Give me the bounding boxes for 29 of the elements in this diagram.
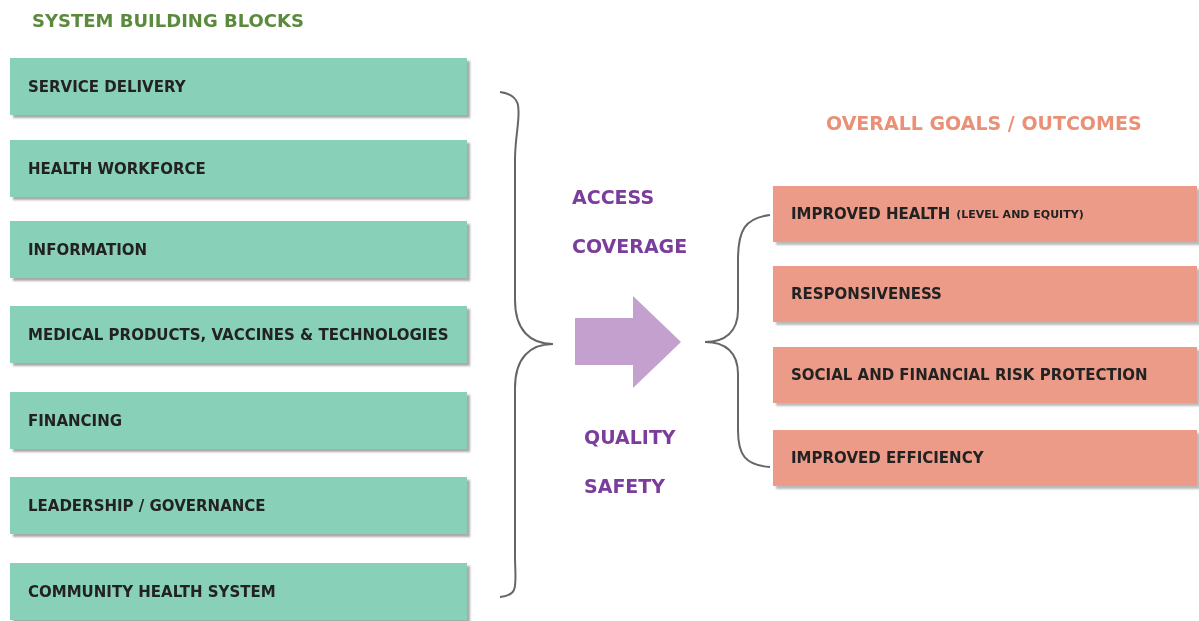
building-block-box: [10, 563, 467, 620]
box-label: IMPROVED HEALTH: [791, 205, 951, 223]
box-label: SOCIAL AND FINANCIAL RISK PROTECTION: [791, 366, 1148, 384]
box-label: COMMUNITY HEALTH SYSTEM: [28, 582, 276, 601]
box-label: MEDICAL PRODUCTS, VACCINES & TECHNOLOGIES: [28, 325, 449, 344]
building-block-box: [10, 392, 467, 449]
box-label: LEADERSHIP / GOVERNANCE: [28, 496, 266, 515]
dimension-label: ACCESS: [572, 186, 655, 208]
building-block-box: [10, 306, 467, 363]
building-block-box: [10, 477, 467, 534]
building-block-box: [10, 221, 467, 278]
dimension-label: SAFETY: [584, 475, 666, 497]
box-label: RESPONSIVENESS: [791, 285, 942, 303]
box-label: SERVICE DELIVERY: [28, 77, 186, 96]
building-block-box: [10, 140, 467, 197]
box-label: IMPROVED EFFICIENCY: [791, 449, 984, 467]
box-label: HEALTH WORKFORCE: [28, 159, 206, 178]
building-block-box: [10, 58, 467, 115]
dimension-label: QUALITY: [584, 426, 676, 448]
dimension-label: COVERAGE: [572, 235, 688, 257]
outcome-box: [773, 430, 1197, 486]
box-label: INFORMATION: [28, 240, 148, 259]
outcome-box: [773, 186, 1197, 242]
box-sublabel: (LEVEL AND EQUITY): [956, 207, 1084, 221]
section-heading: OVERALL GOALS / OUTCOMES: [826, 112, 1142, 134]
box-label: FINANCING: [28, 411, 122, 430]
outcome-box: [773, 347, 1197, 403]
section-heading: SYSTEM BUILDING BLOCKS: [32, 10, 304, 31]
outcome-box: [773, 266, 1197, 322]
